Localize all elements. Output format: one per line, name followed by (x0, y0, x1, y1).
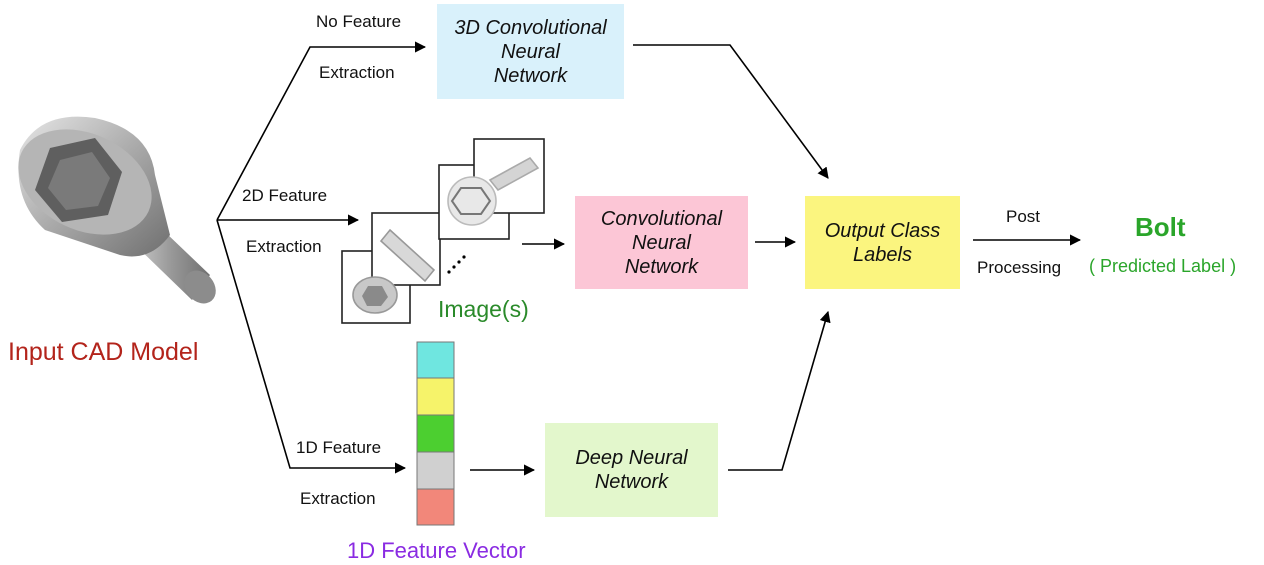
images-label: Image(s) (438, 296, 529, 322)
cnn-line-1: Convolutional (600, 207, 723, 230)
2d-feature-label: 2D Feature (242, 186, 328, 205)
cnn-box: Convolutional Neural Network (575, 196, 748, 289)
vector-cell-1 (416, 341, 455, 379)
bolt-view-images-icon (341, 138, 545, 324)
image-ellipsis (447, 255, 466, 274)
output-line-1: Output Class (824, 219, 941, 242)
arrow-dnn-to-output (728, 310, 831, 471)
processing-label: Processing (977, 258, 1062, 277)
feature-vector (416, 341, 455, 526)
dnn-line-2: Network (594, 471, 669, 493)
dnn-line-1: Deep Neural (575, 447, 688, 469)
bolt-3d-model-icon (18, 116, 216, 304)
2d-feature-extraction-label: Extraction (246, 237, 322, 256)
cnn3d-line-1: 3D Convolutional (454, 16, 607, 39)
no-feature-label: No Feature (316, 12, 402, 31)
branch-1d-feature (216, 219, 407, 474)
cnn-line-2: Neural (632, 231, 691, 254)
1d-feature-extraction-label: Extraction (300, 489, 376, 508)
output-box: Output Class Labels (805, 196, 960, 289)
no-feature-extraction-label: Extraction (319, 63, 395, 82)
cnn-line-3: Network (624, 255, 699, 278)
feature-vector-label: 1D Feature Vector (347, 538, 526, 563)
branch-lines (216, 41, 427, 474)
vector-cell-2 (416, 377, 455, 416)
predicted-bolt-label: Bolt (1135, 212, 1186, 242)
cnn3d-box: 3D Convolutional Neural Network (437, 4, 624, 99)
vector-cell-4 (416, 451, 455, 490)
branch-no-feature (216, 41, 427, 221)
cnn3d-line-2: Neural (501, 40, 560, 63)
cnn3d-line-3: Network (493, 64, 568, 87)
vector-cell-5 (416, 488, 455, 526)
post-label: Post (1006, 207, 1041, 226)
flow-arrows (470, 44, 1082, 476)
predicted-label-caption: ( Predicted Label ) (1089, 256, 1237, 276)
dnn-box: Deep Neural Network (545, 423, 718, 517)
input-cad-title: Input CAD Model (8, 338, 199, 366)
vector-cell-3 (416, 414, 455, 453)
1d-feature-label: 1D Feature (296, 438, 382, 457)
arrow-cnn3d-to-output (633, 44, 829, 179)
output-line-2: Labels (853, 243, 912, 266)
